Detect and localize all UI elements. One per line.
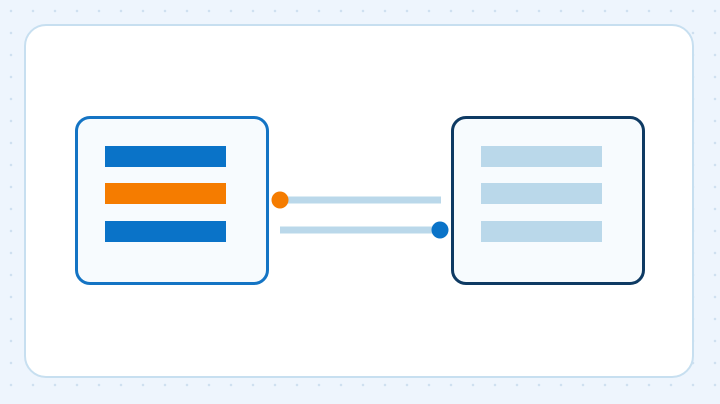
source-row-3 <box>105 221 226 242</box>
target-node[interactable] <box>451 116 645 285</box>
source-row-2 <box>105 183 226 204</box>
target-row-2 <box>481 183 602 204</box>
source-row-1 <box>105 146 226 167</box>
source-node[interactable] <box>75 116 269 285</box>
output-port-dot[interactable] <box>271 191 289 209</box>
target-row-3 <box>481 221 602 242</box>
input-port-dot[interactable] <box>431 221 449 239</box>
target-row-1 <box>481 146 602 167</box>
